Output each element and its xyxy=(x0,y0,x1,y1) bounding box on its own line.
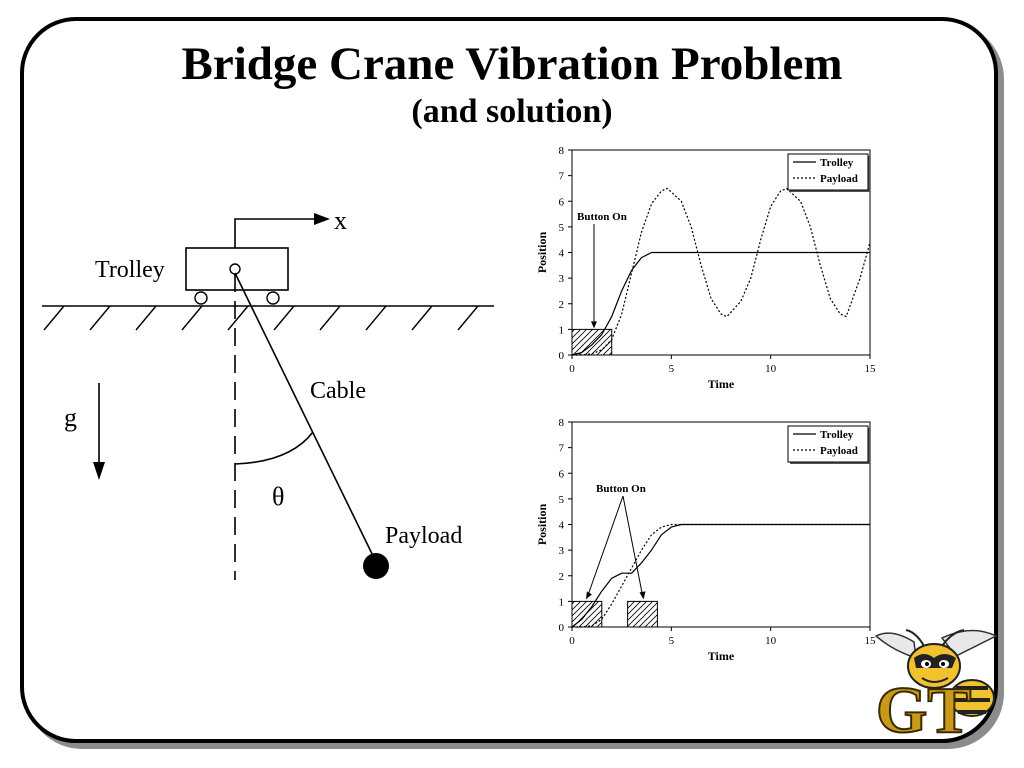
legend-box xyxy=(787,153,869,191)
theta-label: θ xyxy=(272,482,284,511)
y-tick-label: 0 xyxy=(559,622,565,634)
x-axis-label: x xyxy=(334,206,347,235)
cable xyxy=(234,272,377,563)
y-axis-label: Position xyxy=(535,504,549,546)
slide-subtitle: (and solution) xyxy=(411,93,613,130)
legend-label-trolley: Trolley xyxy=(820,157,854,169)
trolley-label: Trolley xyxy=(95,257,165,283)
x-tick-label: 10 xyxy=(765,363,777,375)
series-line-payload xyxy=(572,187,871,356)
ground-hatch xyxy=(43,305,479,331)
y-tick-label: 3 xyxy=(559,545,565,557)
y-tick-label: 6 xyxy=(559,468,565,480)
series-line-trolley xyxy=(571,251,870,356)
x-tick-label: 5 xyxy=(669,635,675,647)
x-tick-label: 0 xyxy=(569,635,575,647)
annotation-arrow-head-2 xyxy=(639,591,646,600)
button-pulse xyxy=(571,328,613,356)
y-tick-label: 2 xyxy=(559,299,565,311)
annotation-arrow-head xyxy=(591,321,597,329)
annotation-arrow-2 xyxy=(622,495,644,596)
button-on-annotation: Button On xyxy=(577,211,627,223)
y-tick-label: 5 xyxy=(559,494,565,506)
legend-box xyxy=(787,425,869,463)
slide-title: Bridge Crane Vibration Problem xyxy=(181,38,843,90)
x-tick-label: 0 xyxy=(569,363,575,375)
y-tick-label: 1 xyxy=(559,596,565,608)
y-tick-label: 0 xyxy=(559,350,565,362)
gravity-label: g xyxy=(64,403,77,432)
y-tick-label: 5 xyxy=(559,222,565,234)
x-tick-label: 10 xyxy=(765,635,777,647)
y-tick-label: 7 xyxy=(559,443,565,455)
y-tick-label: 2 xyxy=(559,571,565,583)
gt-logo-text: GT xyxy=(876,674,971,744)
trolley-wheel-right xyxy=(266,291,280,305)
payload-mass xyxy=(363,553,389,579)
y-tick-label: 8 xyxy=(559,417,565,429)
series-line-trolley xyxy=(571,523,870,628)
annotation-arrow-head-1 xyxy=(585,591,592,600)
y-tick-label: 4 xyxy=(559,520,565,532)
x-arrow-head xyxy=(314,213,330,225)
x-axis-label: Time xyxy=(708,377,735,391)
y-axis-label: Position xyxy=(535,232,549,274)
y-tick-label: 7 xyxy=(559,171,565,183)
y-tick-label: 3 xyxy=(559,273,565,285)
x-tick-label: 15 xyxy=(865,635,877,647)
gravity-arrow-head xyxy=(93,462,105,480)
x-direction-arrow xyxy=(234,218,318,248)
series-line-payload xyxy=(572,523,870,628)
pivot-point xyxy=(229,263,241,275)
slide-frame xyxy=(20,17,998,743)
legend-label-payload: Payload xyxy=(820,445,858,457)
y-tick-label: 6 xyxy=(559,196,565,208)
x-tick-label: 15 xyxy=(865,363,877,375)
y-tick-label: 1 xyxy=(559,324,565,336)
payload-label: Payload xyxy=(385,523,462,549)
x-tick-label: 5 xyxy=(669,363,675,375)
legend-label-trolley: Trolley xyxy=(820,429,854,441)
annotation-arrow-1 xyxy=(587,495,624,596)
button-on-annotation: Button On xyxy=(596,483,646,495)
yellow-jacket-mascot-icon: GT xyxy=(874,629,998,744)
angle-arc xyxy=(234,431,314,465)
trolley-wheel-left xyxy=(194,291,208,305)
x-axis-label: Time xyxy=(708,649,735,663)
y-tick-label: 4 xyxy=(559,248,565,260)
crane-diagram: x Trolley θ Cable Payload g xyxy=(42,206,494,580)
cable-label: Cable xyxy=(310,378,366,404)
button-pulse xyxy=(627,600,658,628)
legend-label-payload: Payload xyxy=(820,173,858,185)
y-tick-label: 8 xyxy=(559,145,565,157)
